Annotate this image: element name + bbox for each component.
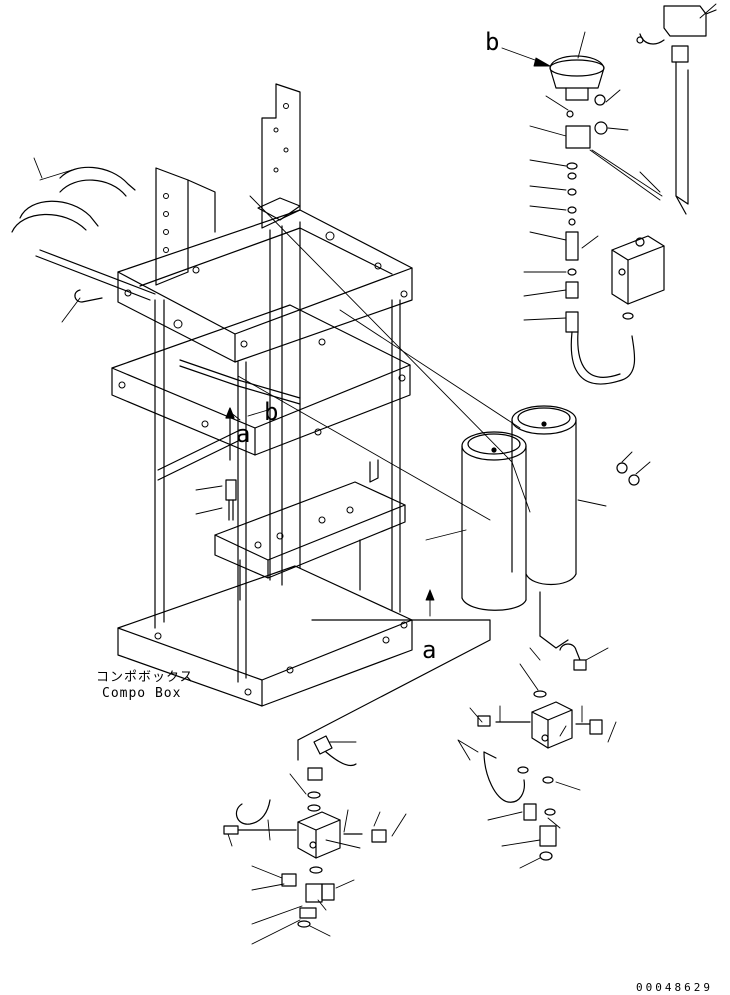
- compo-box-label-en: Compo Box: [102, 686, 182, 701]
- compo-box-label-jp: コンポボックス: [96, 670, 194, 685]
- accumulator-cylinders: [462, 406, 639, 610]
- leader-lines: [34, 4, 716, 944]
- lower-right-tee-assembly: [478, 592, 602, 860]
- callout-b-top: b: [485, 28, 500, 56]
- callout-a-bottom: a: [422, 636, 437, 664]
- frame-structure: [12, 84, 412, 706]
- frame-holes: [119, 104, 407, 696]
- drawing-number: 00048629: [636, 981, 713, 994]
- callout-a-frame: a: [236, 420, 251, 448]
- callout-b-frame: b: [264, 398, 279, 426]
- lower-left-tee-assembly: [224, 620, 490, 927]
- valve-stack: [550, 6, 716, 384]
